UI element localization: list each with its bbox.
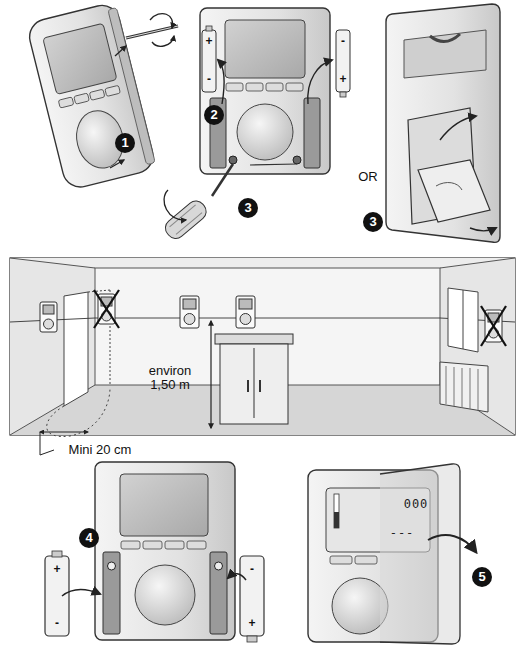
cover-closing [308, 464, 492, 644]
callout-number: 4 [85, 531, 92, 545]
distance-dimension: Mini 20 cm [69, 443, 132, 457]
thermostat-opening [26, 2, 178, 191]
callout-number: 2 [210, 108, 217, 122]
callout-number: 3 [244, 201, 251, 215]
callout-number: 3 [369, 215, 376, 229]
back-plate-release [363, 4, 500, 242]
battery-polarity: + [248, 617, 255, 630]
battery-polarity: - [341, 35, 345, 48]
battery-polarity: + [53, 563, 60, 576]
display-reading: 000 [404, 498, 429, 511]
alternative-word: OR [358, 170, 378, 184]
room-scene [10, 258, 515, 455]
display-reading: --- [390, 527, 415, 540]
battery-polarity: - [55, 617, 59, 630]
callout-number: 5 [478, 570, 485, 584]
battery-polarity: - [250, 563, 254, 576]
battery-insertion [45, 462, 264, 642]
battery-polarity: + [205, 35, 212, 48]
battery-polarity: + [339, 73, 346, 86]
battery-removal [162, 8, 350, 242]
callout-number: 1 [121, 136, 128, 150]
height-dimension: environ 1,50 m [141, 364, 199, 393]
battery-polarity: - [207, 73, 211, 86]
